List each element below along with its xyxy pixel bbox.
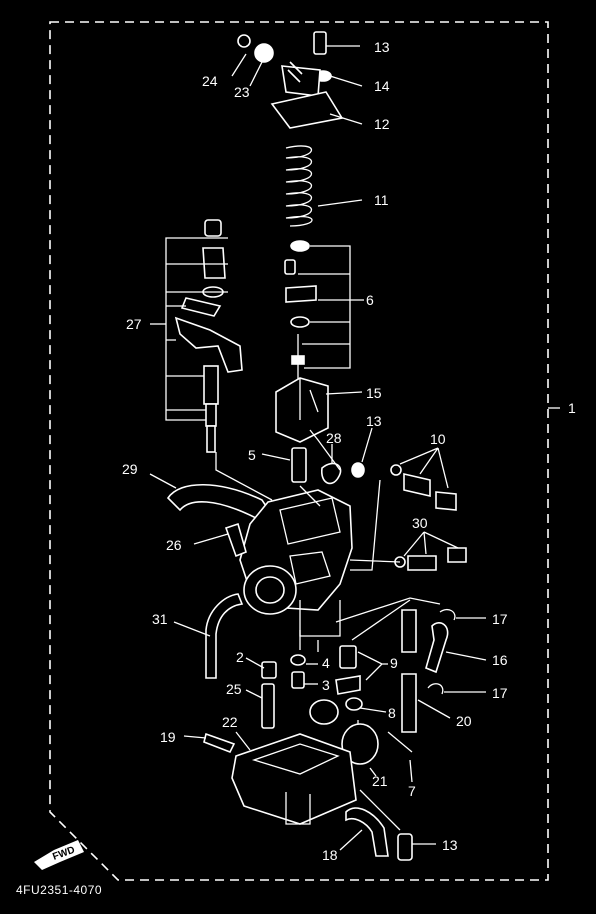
hose-16 bbox=[425, 622, 449, 674]
callout-17-bottom: 17 bbox=[492, 685, 508, 701]
float-pin-7 bbox=[387, 731, 413, 753]
screw-26 bbox=[224, 522, 247, 558]
callout-13-bottom: 13 bbox=[442, 837, 458, 853]
callout-9: 9 bbox=[390, 655, 398, 671]
part-number: 4FU2351-4070 bbox=[16, 883, 102, 897]
callout-2: 2 bbox=[236, 649, 244, 665]
callout-7: 7 bbox=[408, 783, 416, 799]
callout-labels: 13 14 12 11 6 15 1 24 23 27 5 28 13 10 3… bbox=[122, 39, 576, 863]
callout-8: 8 bbox=[388, 705, 396, 721]
callout-15: 15 bbox=[366, 385, 382, 401]
callout-4: 4 bbox=[322, 655, 330, 671]
callout-28: 28 bbox=[326, 430, 342, 446]
leader-lines bbox=[149, 45, 560, 851]
callout-25: 25 bbox=[226, 681, 242, 697]
callout-22: 22 bbox=[222, 714, 238, 730]
callout-31: 31 bbox=[152, 611, 168, 627]
callout-11: 11 bbox=[374, 192, 389, 208]
callout-23: 23 bbox=[234, 84, 250, 100]
callout-16: 16 bbox=[492, 652, 508, 668]
callout-3: 3 bbox=[322, 677, 330, 693]
top-cover-group bbox=[237, 31, 344, 129]
clip-17a bbox=[439, 608, 456, 621]
hose-18 bbox=[345, 807, 389, 857]
callout-17-top: 17 bbox=[492, 611, 508, 627]
drain-screw bbox=[397, 833, 413, 861]
callout-12: 12 bbox=[374, 116, 390, 132]
needle-jet-9 bbox=[335, 645, 361, 695]
callout-29: 29 bbox=[122, 461, 138, 477]
screw-19 bbox=[203, 732, 236, 754]
assembly-boundary bbox=[49, 21, 549, 881]
callout-10: 10 bbox=[430, 431, 446, 447]
callout-21: 21 bbox=[372, 773, 388, 789]
hose-29 bbox=[166, 483, 272, 519]
jet-5 bbox=[291, 447, 307, 483]
callout-1: 1 bbox=[568, 400, 576, 416]
callout-5: 5 bbox=[248, 447, 256, 463]
jet-needle-parts bbox=[284, 240, 317, 380]
throttle-valve bbox=[275, 377, 329, 443]
callout-27: 27 bbox=[126, 316, 142, 332]
callout-6: 6 bbox=[366, 292, 374, 308]
float-bowl bbox=[231, 733, 357, 825]
callout-13-top: 13 bbox=[374, 39, 390, 55]
callout-18: 18 bbox=[322, 847, 338, 863]
callout-24: 24 bbox=[202, 73, 218, 89]
idle-screw-set bbox=[390, 464, 457, 511]
throttle-spring bbox=[285, 145, 313, 227]
clip-17b bbox=[427, 683, 444, 695]
callout-30: 30 bbox=[412, 515, 428, 531]
callout-13-mid: 13 bbox=[366, 413, 382, 429]
callout-20: 20 bbox=[456, 713, 472, 729]
hose-20 bbox=[401, 609, 417, 653]
callout-14: 14 bbox=[374, 78, 390, 94]
pilot-screw-set bbox=[394, 547, 467, 571]
hose-20-lower bbox=[401, 673, 417, 733]
callout-26: 26 bbox=[166, 537, 182, 553]
choke-assembly bbox=[174, 219, 243, 453]
callout-19: 19 bbox=[160, 729, 176, 745]
hose-31 bbox=[205, 593, 244, 679]
lower-jets bbox=[261, 654, 306, 729]
fwd-arrow-icon: FWD bbox=[34, 840, 84, 870]
carburetor-body bbox=[239, 489, 353, 637]
screw-13-mid bbox=[351, 462, 365, 478]
